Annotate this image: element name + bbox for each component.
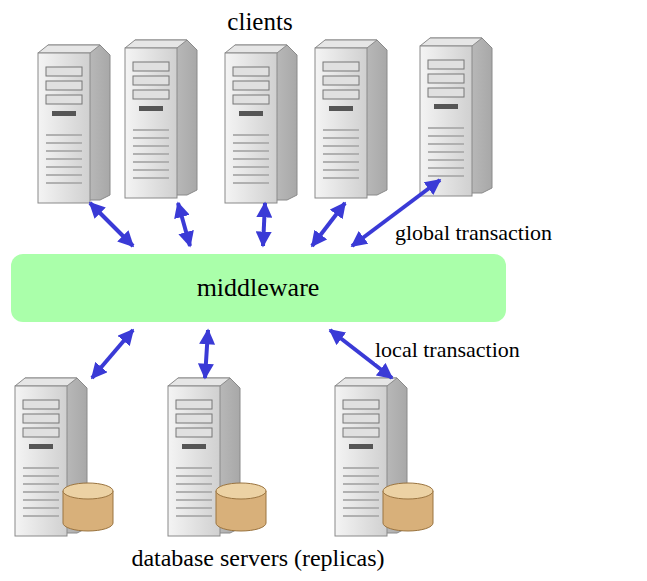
client-server-icon xyxy=(420,38,492,196)
client-server-icon xyxy=(125,40,197,198)
transaction-label: local transaction xyxy=(375,337,520,363)
transaction-label: global transaction xyxy=(395,220,552,246)
node-text: middleware xyxy=(197,273,320,303)
connector-arrow xyxy=(205,330,208,378)
database-server-icon xyxy=(168,378,266,536)
database-server-icon xyxy=(335,378,433,536)
client-server-icon xyxy=(315,40,387,198)
client-server-icon xyxy=(225,45,297,203)
connector-arrow xyxy=(263,203,265,246)
connector-arrow xyxy=(92,330,133,378)
middleware-box: middleware xyxy=(11,254,506,322)
connector-arrow xyxy=(178,203,190,246)
connector-arrow xyxy=(90,203,133,246)
database-server-icon xyxy=(15,378,113,536)
client-server-icon xyxy=(38,45,110,203)
connector-arrow xyxy=(312,203,345,246)
group-heading: database servers (replicas) xyxy=(131,545,384,572)
group-heading: clients xyxy=(227,8,292,36)
